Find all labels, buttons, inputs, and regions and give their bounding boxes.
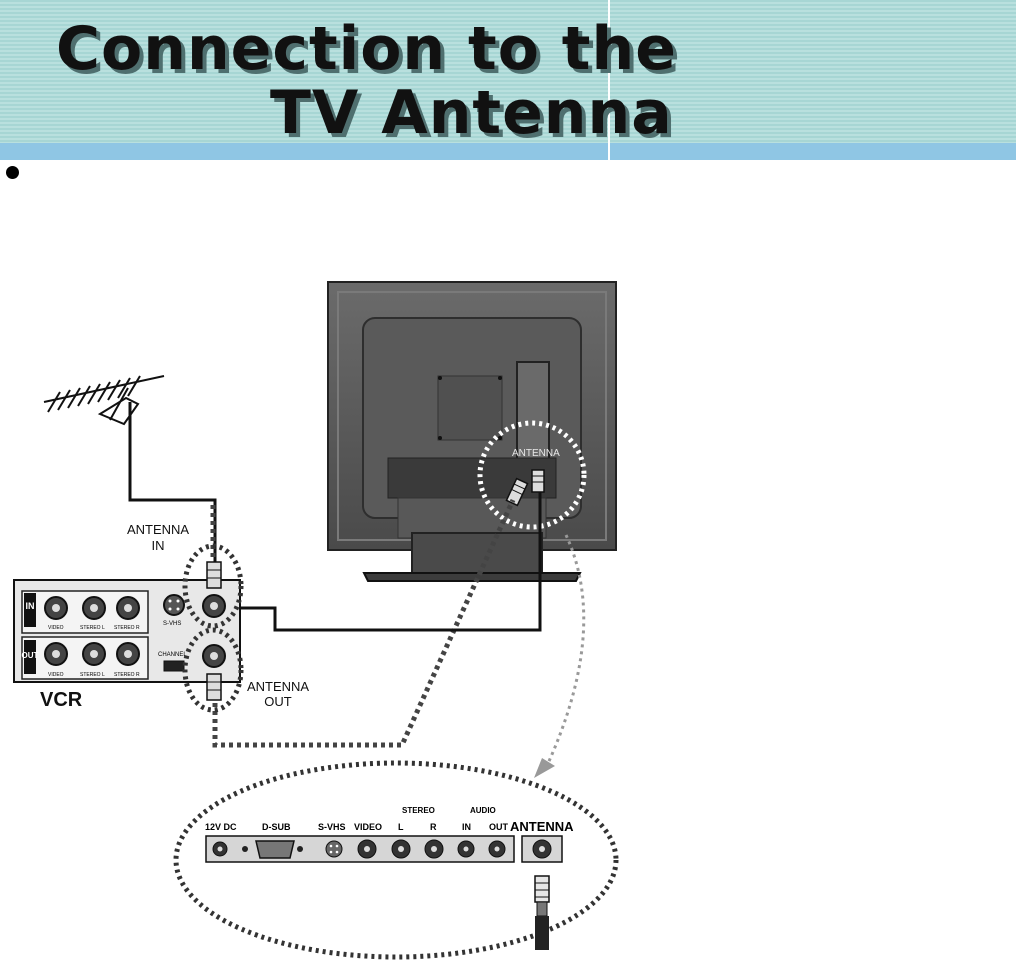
vcr-label: VCR [40, 689, 83, 711]
panel-r-label: R [430, 822, 437, 832]
panel-l-label: L [398, 822, 404, 832]
panel-antenna-plug [535, 876, 549, 950]
panel-antenna-label: ANTENNA [510, 819, 574, 834]
vcr-svhs-label: S-VHS [163, 621, 181, 627]
panel-svhs-label: S-VHS [318, 822, 346, 832]
vcr-stereo-r-out-label: STEREO R [114, 672, 140, 678]
antenna-in-label-line2: IN [152, 538, 165, 553]
vcr-video-out-label: VIDEO [48, 672, 64, 678]
panel-audio-label: AUDIO [470, 806, 496, 815]
panel-out-label: OUT [489, 822, 509, 832]
roof-antenna-icon [44, 376, 164, 424]
panel-antenna-jack [533, 840, 551, 858]
vcr-channel-label: CHANNEL [158, 652, 187, 658]
panel-in-label: IN [462, 822, 471, 832]
panel-stereo-label: STEREO [402, 806, 435, 815]
vcr-video-in-label: VIDEO [48, 625, 64, 631]
tv-monitor: ANTENNA [328, 282, 616, 581]
tv-antenna-label: ANTENNA [512, 448, 560, 459]
vcr-out-label: OUT [22, 651, 39, 660]
vcr-in-label: IN [26, 601, 35, 611]
antenna-in-label-line1: ANTENNA [127, 522, 189, 537]
vcr-stereo-r-in-label: STEREO R [114, 625, 140, 631]
antenna-out-label-line2: OUT [264, 694, 292, 709]
vcr-channel-switch [164, 661, 184, 671]
vcr-stereo-l-in-label: STEREO L [80, 625, 105, 631]
panel-svhs-jack [326, 841, 342, 857]
antenna-out-label-line1: ANTENNA [247, 679, 309, 694]
panel-dc-label: 12V DC [205, 822, 237, 832]
panel-dsub-label: D-SUB [262, 822, 291, 832]
vcr-device: IN OUT VIDEO STEREO L STEREO R VIDEO STE… [14, 546, 241, 710]
connector-panel-detail: 12V DC D-SUB S-VHS VIDEO STEREO L R AUDI… [176, 763, 616, 957]
panel-video-label: VIDEO [354, 822, 382, 832]
vcr-stereo-l-out-label: STEREO L [80, 672, 105, 678]
vcr-svhs-jack [164, 595, 184, 615]
